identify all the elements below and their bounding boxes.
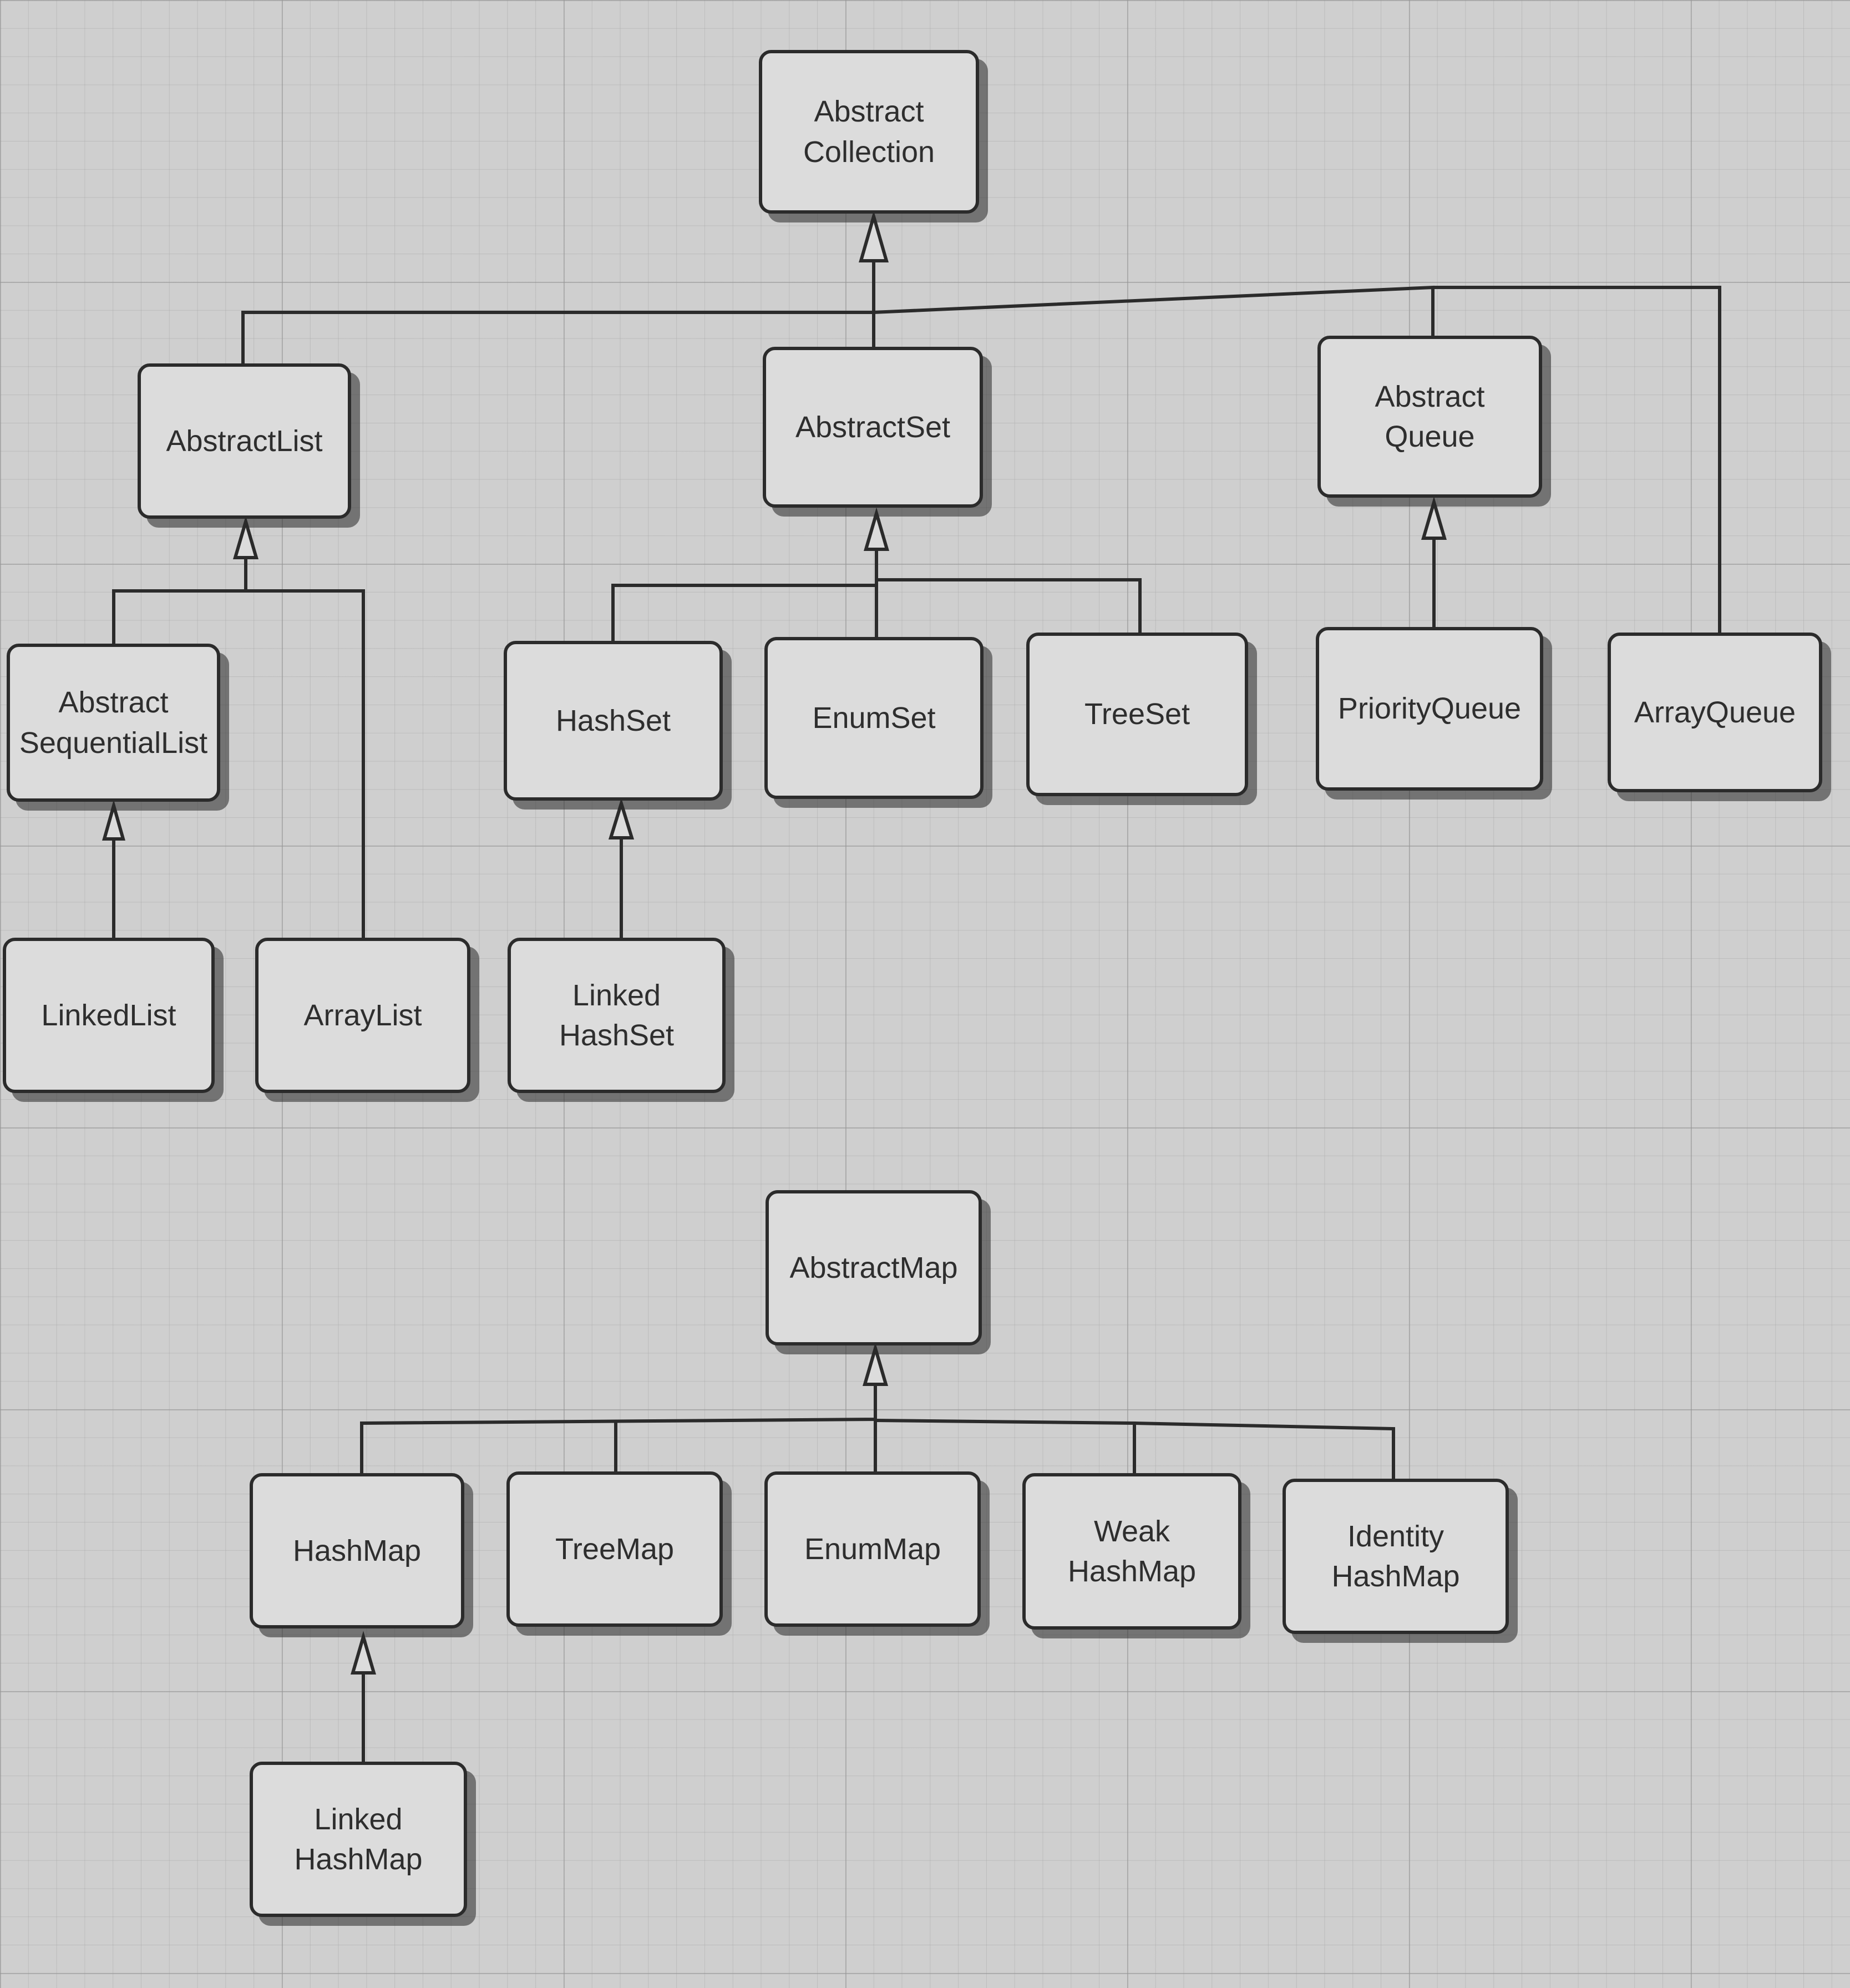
arrowhead-abstractlist: [232, 515, 259, 559]
node-abstract-map-label: AbstractMap: [789, 1251, 958, 1284]
node-linked-hash-set: Linked HashSet: [508, 938, 726, 1093]
node-tree-set-label: TreeSet: [1084, 697, 1190, 731]
connector-hashmap-to-abstractmap: [360, 1384, 877, 1473]
connector-weakhashmap-to-abstractmap: [875, 1419, 1136, 1473]
node-abstract-list-label: AbstractList: [166, 424, 323, 458]
node-identity-hash-map-line1: Identity: [1347, 1519, 1444, 1553]
arrowhead-abstractmap: [862, 1342, 889, 1386]
node-enum-map: EnumMap: [764, 1471, 981, 1627]
node-priority-queue-label: PriorityQueue: [1337, 692, 1522, 726]
node-array-queue: ArrayQueue: [1608, 633, 1822, 792]
node-linked-hash-map-line1: Linked: [314, 1802, 403, 1836]
node-abstract-set: AbstractSet: [763, 347, 983, 508]
node-abstract-sequential-list-line2: SequentialList: [19, 726, 208, 760]
node-tree-set: TreeSet: [1026, 633, 1248, 796]
node-weak-hash-map-line2: HashMap: [1067, 1555, 1197, 1588]
node-abstract-set-label: AbstractSet: [795, 410, 951, 444]
arrowhead-abstractsequentiallist: [102, 799, 125, 841]
node-linked-hash-set-line1: Linked: [572, 978, 661, 1012]
node-weak-hash-map-line1: Weak: [1093, 1514, 1170, 1548]
connector-arrayqueue-to-abstractcollection: [1433, 286, 1721, 633]
node-abstract-list: AbstractList: [138, 363, 351, 519]
node-abstract-collection: Abstract Collection: [759, 50, 979, 214]
node-linked-hash-map: Linked HashMap: [250, 1762, 467, 1917]
arrowhead-abstractcollection: [859, 210, 889, 262]
node-hash-map: HashMap: [250, 1473, 464, 1628]
node-abstract-queue-line1: Abstract: [1375, 380, 1485, 413]
connector-abstractsequentiallist-to-abstractlist: [112, 558, 247, 644]
arrowhead-abstractqueue: [1421, 496, 1447, 540]
node-hash-map-label: HashMap: [292, 1534, 422, 1567]
connector-abstractqueue-to-abstractcollection: [873, 285, 1435, 336]
node-enum-map-label: EnumMap: [804, 1532, 941, 1566]
node-linked-list-label: LinkedList: [41, 998, 176, 1032]
arrowhead-hashmap: [350, 1631, 377, 1675]
node-tree-map: TreeMap: [506, 1471, 723, 1627]
node-array-queue-label: ArrayQueue: [1634, 695, 1796, 729]
connector-arraylist-to-abstractlist: [246, 589, 365, 938]
node-linked-hash-set-line2: HashSet: [559, 1019, 675, 1052]
node-weak-hash-map: Weak HashMap: [1022, 1473, 1241, 1630]
node-array-list-label: ArrayList: [303, 998, 422, 1032]
node-abstract-collection-line1: Abstract: [814, 95, 924, 129]
node-enum-set: EnumSet: [764, 637, 984, 799]
node-abstract-collection-line2: Collection: [803, 135, 935, 169]
node-hash-set: HashSet: [504, 641, 723, 801]
node-linked-list: LinkedList: [3, 938, 215, 1093]
node-enum-set-label: EnumSet: [812, 701, 936, 735]
node-abstract-sequential-list-line1: Abstract: [58, 686, 169, 720]
node-linked-hash-map-line2: HashMap: [294, 1843, 423, 1876]
arrowhead-hashset: [608, 797, 635, 839]
node-abstract-queue-line2: Queue: [1385, 420, 1475, 453]
node-abstract-map: AbstractMap: [766, 1190, 982, 1345]
node-priority-queue: PriorityQueue: [1316, 627, 1543, 791]
node-abstract-sequential-list: Abstract SequentialList: [7, 644, 220, 802]
node-tree-map-label: TreeMap: [555, 1532, 675, 1566]
node-identity-hash-map-line2: HashMap: [1331, 1560, 1460, 1593]
node-abstract-queue: Abstract Queue: [1317, 336, 1542, 498]
connector-identityhashmap-to-abstractmap: [1134, 1422, 1395, 1479]
node-array-list: ArrayList: [255, 938, 470, 1093]
node-hash-set-label: HashSet: [555, 704, 671, 737]
arrowhead-abstractset: [863, 507, 890, 551]
node-identity-hash-map: Identity HashMap: [1283, 1479, 1509, 1634]
connector-treeset-to-abstractset: [876, 578, 1142, 633]
connector-hashset-to-abstractset: [611, 549, 878, 641]
